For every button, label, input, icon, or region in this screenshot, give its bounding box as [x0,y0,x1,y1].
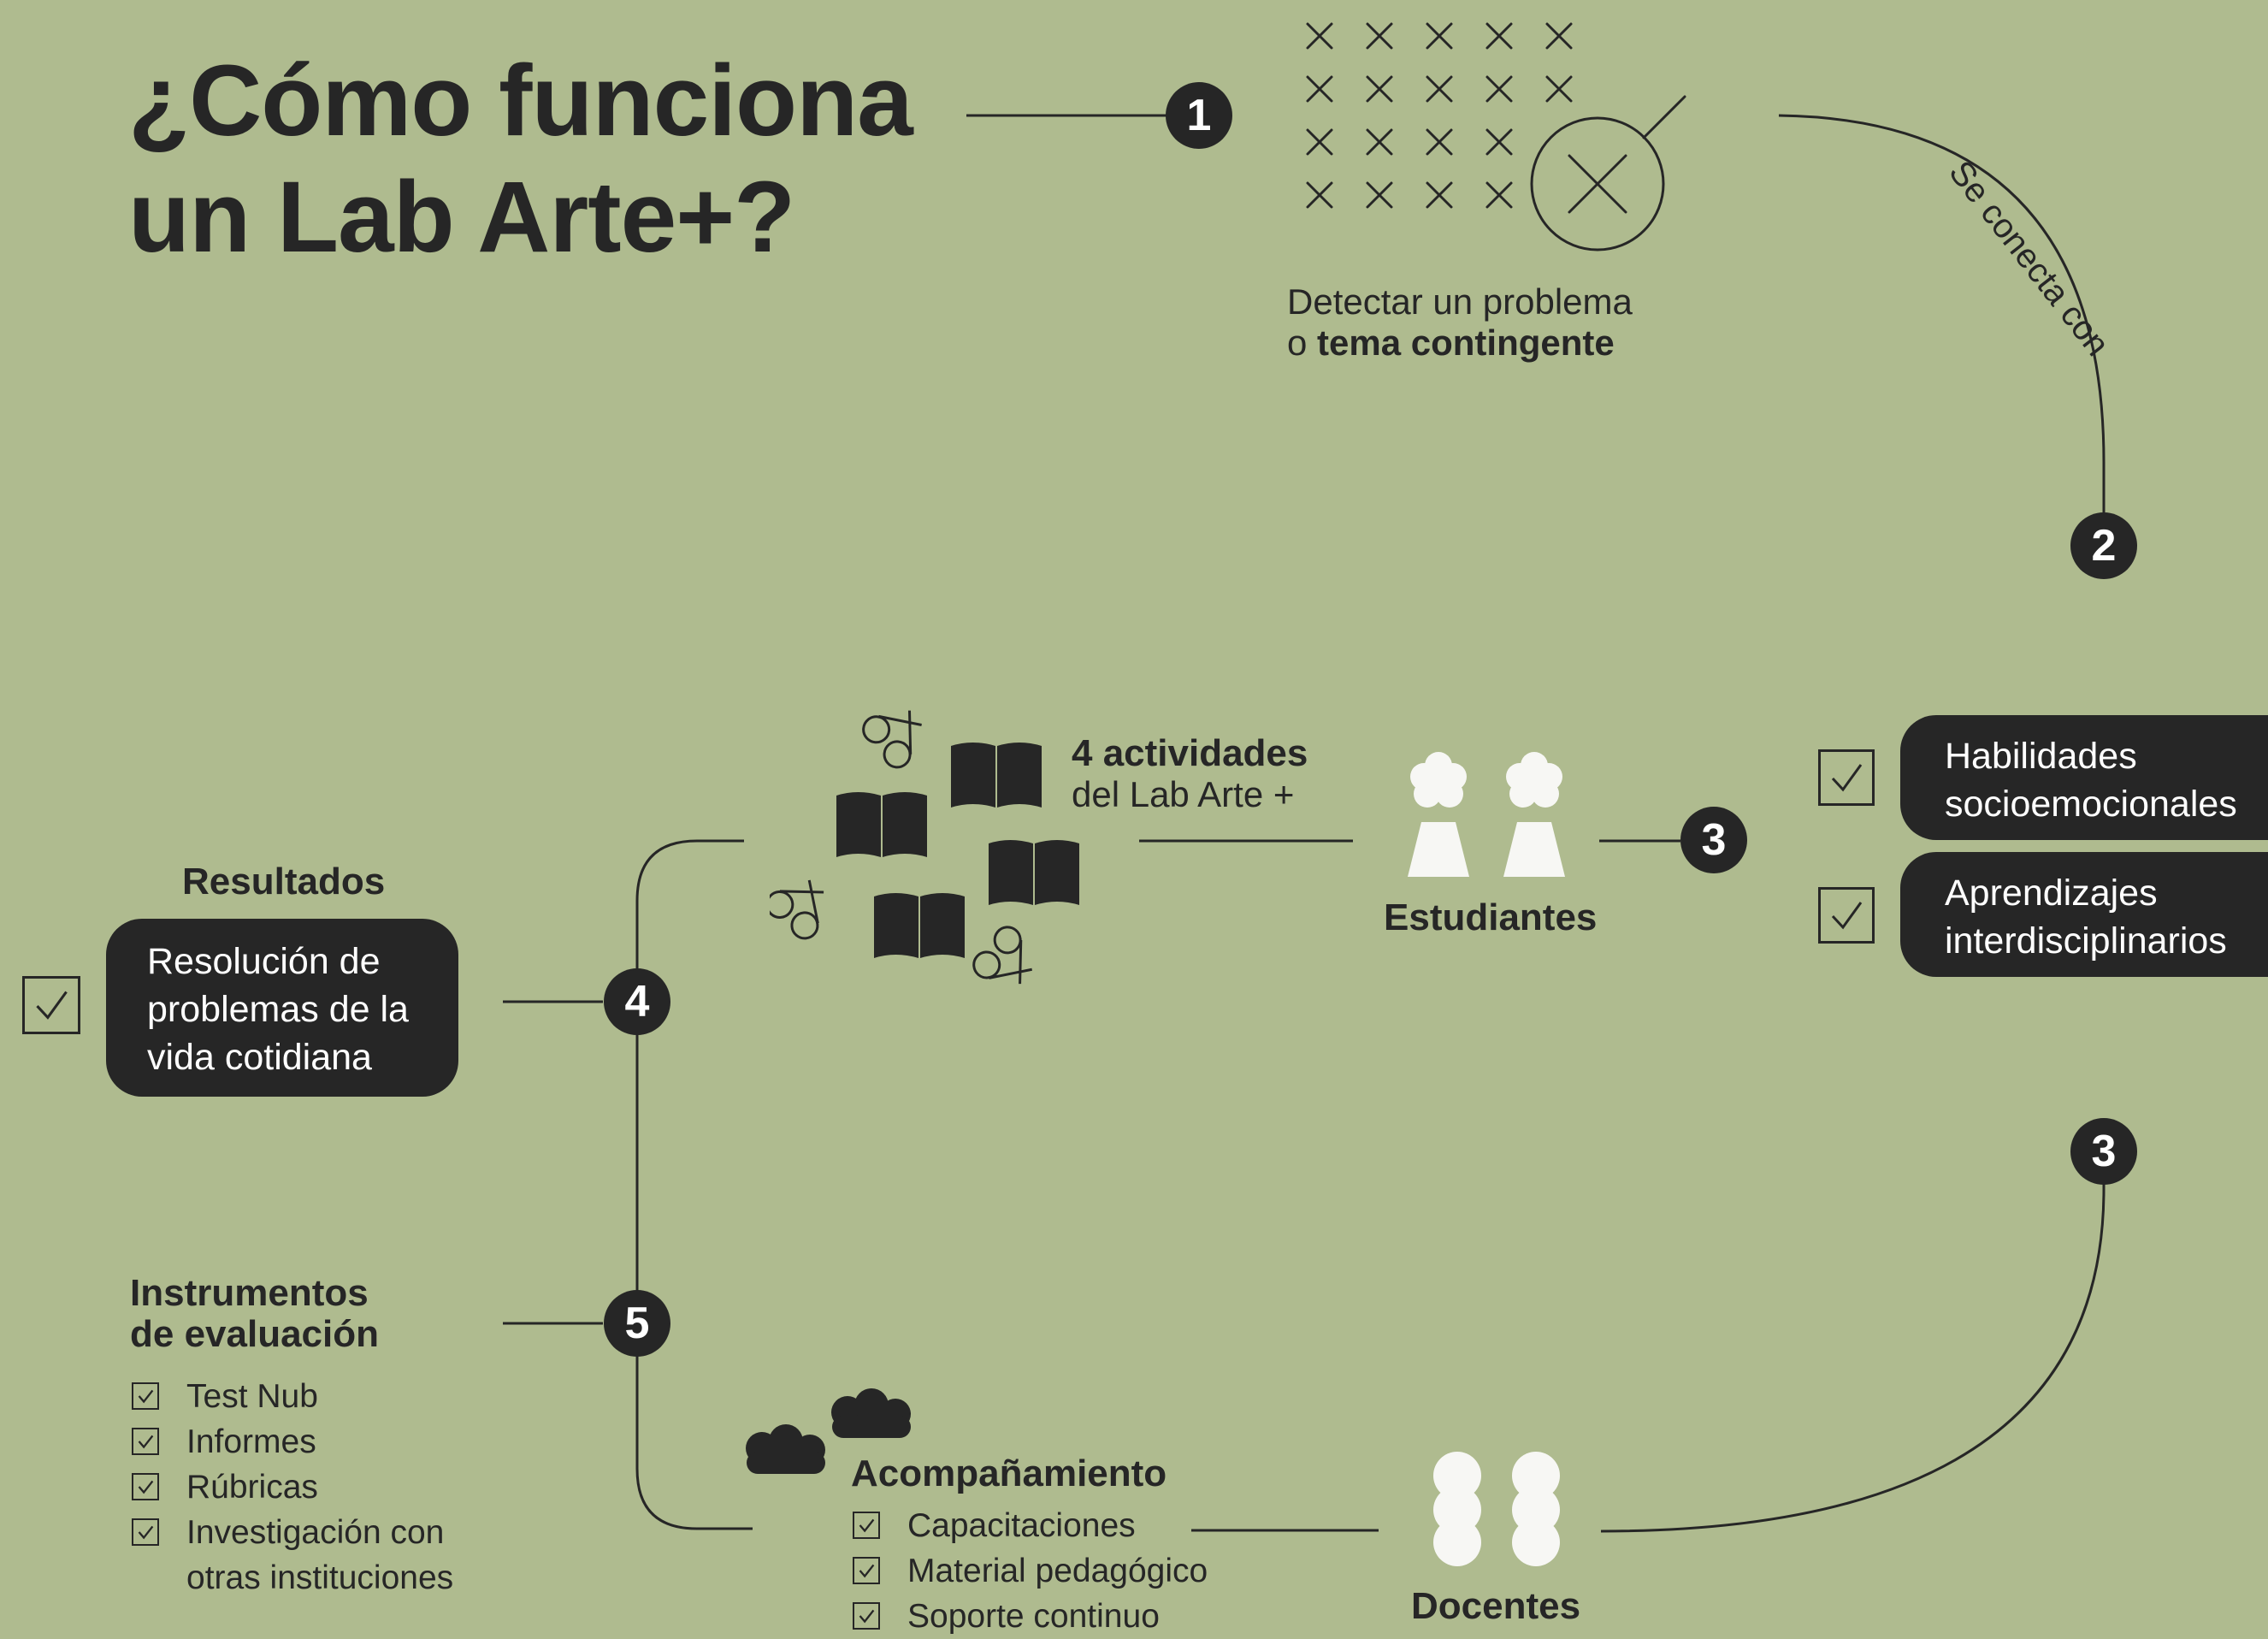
scissors-icon [770,866,841,945]
checkbox-icon [853,1512,880,1539]
list-item: Rúbricas [130,1464,453,1510]
person-icon [1512,1452,1560,1566]
support-icons [746,1388,911,1474]
cross-mark [1485,181,1513,209]
cross-mark [1306,128,1333,156]
step-badge-3-students: 3 [1680,807,1747,873]
cross-mark [1426,181,1453,209]
cross-mark [1426,75,1453,103]
book-icon [836,792,927,857]
problem-line-2: o tema contingente [1287,322,1615,364]
skill-pill-1: Habilidades socioemocionales [1900,715,2268,840]
scissors-icon [967,920,1046,1001]
activities-heading: 4 actividades [1072,732,1308,774]
arc-step1-to-step2 [1778,114,2106,513]
problem-bold: tema contingente [1317,322,1615,363]
cross-mark [1366,75,1393,103]
support-list: Capacitaciones Material pedagógico Sopor… [851,1503,1208,1639]
list-item: Capacitaciones [851,1503,1208,1548]
book-icon [874,893,965,958]
checkbox-icon [853,1602,880,1630]
cross-mark [1485,75,1513,103]
students-icon [1408,752,1565,877]
support-heading: Acompañamiento [851,1453,1167,1494]
list-item: Informes [130,1419,453,1464]
skill-1-line-1: Habilidades [1945,736,2137,777]
title-line-1: ¿Cómo funciona [128,44,913,157]
cross-mark [1545,75,1573,103]
cloud-icon [831,1388,911,1438]
cross-mark [1366,22,1393,50]
results-heading: Resultados [182,861,386,902]
cloud-icon [746,1424,825,1474]
step-badge-4: 4 [604,968,670,1035]
cross-mark [1485,22,1513,50]
checkbox-icon [853,1557,880,1584]
step-badge-5: 5 [604,1290,670,1357]
list-item: Investigación con [130,1510,453,1555]
checkbox-icon [22,976,80,1034]
activities-icons [770,701,1079,1001]
cross-mark [1306,75,1333,103]
teachers-label: Docentes [1411,1585,1581,1627]
problem-prefix: o [1287,322,1318,363]
step-badge-2: 2 [2070,512,2137,579]
list-item: Soporte continuo [851,1594,1208,1639]
page-title: ¿Cómo funciona un Lab Arte+? [128,43,913,275]
evaluation-heading-1: Instrumentos [130,1272,369,1314]
spine-line [635,839,753,1530]
evaluation-heading-2: de evaluación [130,1313,380,1355]
person-icon [1408,752,1469,877]
skill-2-line-1: Aprendizajes [1945,873,2158,914]
person-icon [1503,752,1565,877]
person-icon [1433,1452,1481,1566]
checkbox-icon [1818,749,1875,806]
book-icon [989,840,1079,905]
results-line-3: vida cotidiana [147,1037,372,1078]
cross-mark [1485,128,1513,156]
book-icon [951,743,1042,808]
magnifier-x-icon [1530,116,1665,251]
problem-line-1: Detectar un problema [1287,281,1633,322]
list-item-continuation: otras instituciones [186,1559,454,1596]
list-item: Test Nub [130,1374,453,1419]
cross-mark [1366,181,1393,209]
cross-mark [1426,22,1453,50]
x-grid-icon [1306,22,1686,251]
checkbox-icon [132,1382,159,1410]
skill-2-line-2: interdisciplinarios [1945,920,2227,962]
cross-mark [1366,128,1393,156]
checkbox-icon [132,1518,159,1546]
checkbox-icon [132,1428,159,1455]
cross-mark [1426,128,1453,156]
skill-pill-2: Aprendizajes interdisciplinarios [1900,852,2268,977]
cross-mark [1545,22,1573,50]
list-item: Material pedagógico [851,1548,1208,1594]
skill-1-line-2: socioemocionales [1945,784,2237,825]
checkbox-icon [132,1473,159,1500]
teachers-icon [1433,1452,1560,1566]
arc-teachers-to-step3 [1600,1155,2106,1533]
step-badge-1: 1 [1166,82,1232,149]
step-badge-3-teachers: 3 [2070,1118,2137,1185]
results-line-1: Resolución de [147,941,381,982]
results-line-2: problemas de la [147,989,409,1030]
title-line-2: un Lab Arte+? [128,161,795,274]
scissors-icon [857,701,936,774]
cross-mark [1306,22,1333,50]
activities-sub: del Lab Arte + [1072,774,1295,814]
cross-mark [1306,181,1333,209]
students-label: Estudiantes [1384,896,1598,938]
checkbox-icon [1818,887,1875,944]
evaluation-list: Test Nub Informes Rúbricas Investigación… [130,1374,453,1601]
results-pill: Resolución de problemas de la vida cotid… [106,919,458,1097]
